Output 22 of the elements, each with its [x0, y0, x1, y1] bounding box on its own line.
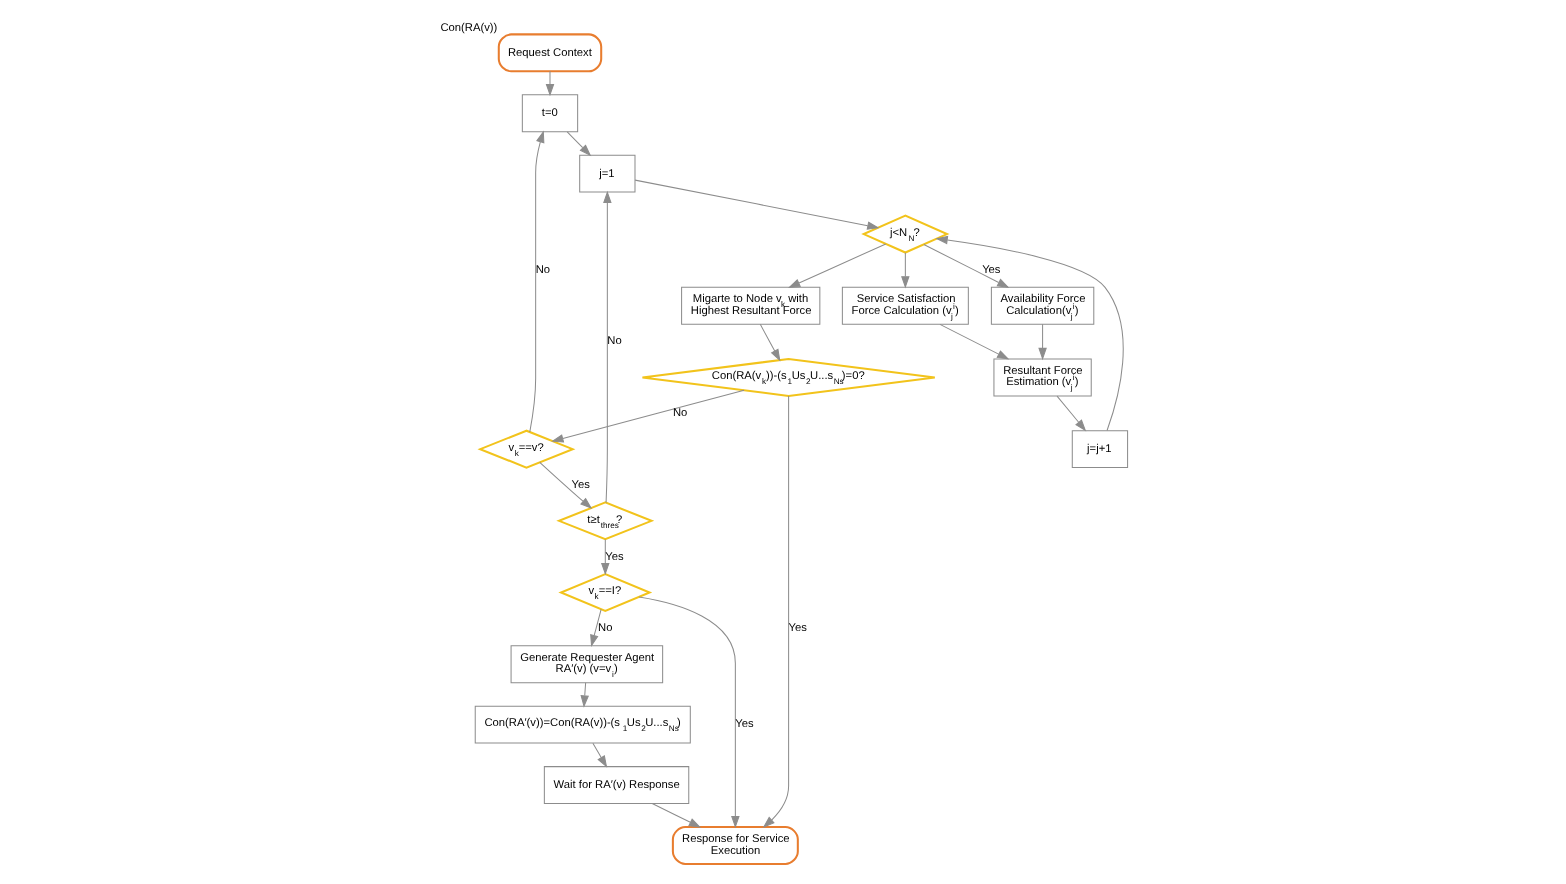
arrow	[650, 802, 701, 827]
arrow	[538, 460, 592, 508]
arrow	[637, 595, 739, 828]
arrow	[600, 537, 609, 575]
arrow	[787, 242, 886, 287]
arrow	[934, 234, 1123, 430]
arrow	[633, 178, 879, 229]
arrow	[758, 322, 780, 361]
arrow	[550, 388, 744, 442]
arrow	[761, 394, 789, 827]
arrow	[591, 741, 607, 767]
arrow	[1037, 322, 1046, 360]
arrow	[579, 681, 589, 707]
arrow	[900, 251, 909, 288]
arrow	[544, 69, 554, 96]
arrow	[528, 129, 544, 432]
arrow	[922, 243, 1009, 287]
arrow	[589, 607, 601, 646]
arrow	[565, 130, 591, 156]
arrow	[1055, 394, 1086, 431]
arrow	[602, 189, 611, 503]
arrow	[938, 322, 1009, 359]
